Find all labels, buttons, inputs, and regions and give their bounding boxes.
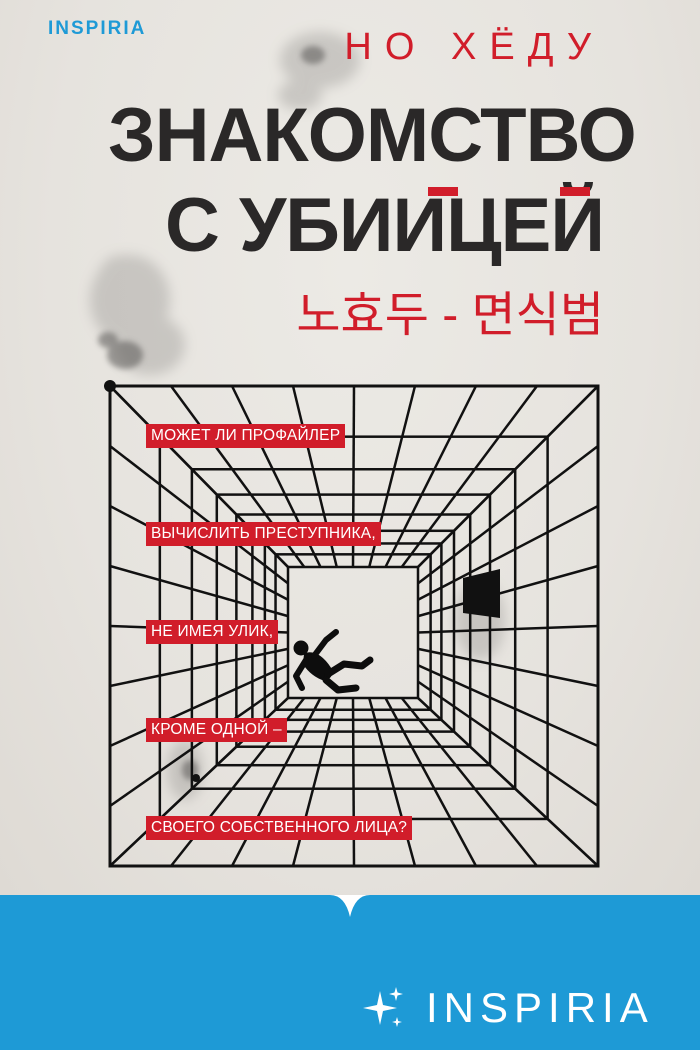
tagline-line: НЕ ИМЕЯ УЛИК,	[146, 620, 279, 644]
ink-dot	[192, 774, 200, 782]
book-title-line-1: ЗНАКОМСТВО	[108, 93, 637, 178]
book-title-line-2: С УБИИЦЕЙ	[165, 183, 605, 268]
tunnel-radial-line	[109, 564, 289, 618]
tunnel-radial-line	[417, 445, 599, 585]
author-name: НО ХЁДУ	[344, 26, 604, 68]
tunnel-radial-line	[417, 647, 599, 688]
tunnel-radial-line	[109, 664, 289, 748]
title-accent-mark	[428, 187, 458, 196]
sparkle-star-icon	[363, 987, 403, 1027]
tunnel-radial-line	[400, 697, 538, 867]
tunnel-radial-line	[384, 697, 478, 867]
tunnel-radial-line	[368, 697, 417, 867]
publisher-band	[0, 895, 700, 1050]
tunnel-radial-line	[384, 385, 478, 568]
tunnel-radial-line	[417, 697, 599, 867]
tagline-line: МОЖЕТ ЛИ ПРОФАЙЛЕР	[146, 424, 346, 448]
tunnel-radial-line	[417, 664, 599, 748]
tunnel-radial-line	[417, 385, 599, 568]
tagline-line: ВЫЧИСЛИТЬ ПРЕСТУПНИКА,	[146, 522, 381, 546]
tunnel-radial-line	[351, 697, 356, 867]
publisher-logo-top: INSPIRIA	[48, 18, 147, 39]
tagline-line: КРОМЕ ОДНОЙ –	[146, 718, 287, 742]
tunnel-radial-line	[291, 697, 338, 867]
band-notch	[0, 895, 700, 917]
tunnel-radial-line	[417, 564, 599, 618]
tagline-line: СВОЕГО СОБСТВЕННОГО ЛИЦА?	[146, 816, 413, 840]
korean-title: 노효두 - 면식범	[296, 289, 604, 342]
tunnel-radial-line	[417, 624, 599, 634]
tunnel-radial-line	[417, 680, 599, 808]
tunnel-radial-line	[109, 504, 289, 601]
perspective-grid-tunnel	[104, 380, 600, 868]
filled-grid-tile	[463, 569, 500, 618]
title-accent-mark	[560, 187, 590, 196]
ink-stain-texture	[90, 32, 505, 800]
tunnel-radial-line	[400, 385, 539, 568]
tunnel-radial-line	[417, 504, 599, 601]
tunnel-radial-line	[109, 680, 289, 808]
tunnel-depth-frame	[263, 542, 443, 722]
publisher-name: INSPIRIA	[426, 984, 654, 1031]
tunnel-radial-line	[109, 445, 289, 585]
falling-man-icon	[293, 629, 374, 694]
ink-dot	[104, 380, 116, 392]
tunnel-radial-line	[109, 647, 289, 688]
cover-artwork: INSPIRIA НО ХЁДУ ЗНАКОМСТВО С УБИИЦЕЙ 노효…	[0, 0, 700, 895]
publisher-logo-bottom[interactable]: INSPIRIA	[360, 978, 654, 1038]
tunnel-depth-frame	[286, 565, 420, 700]
